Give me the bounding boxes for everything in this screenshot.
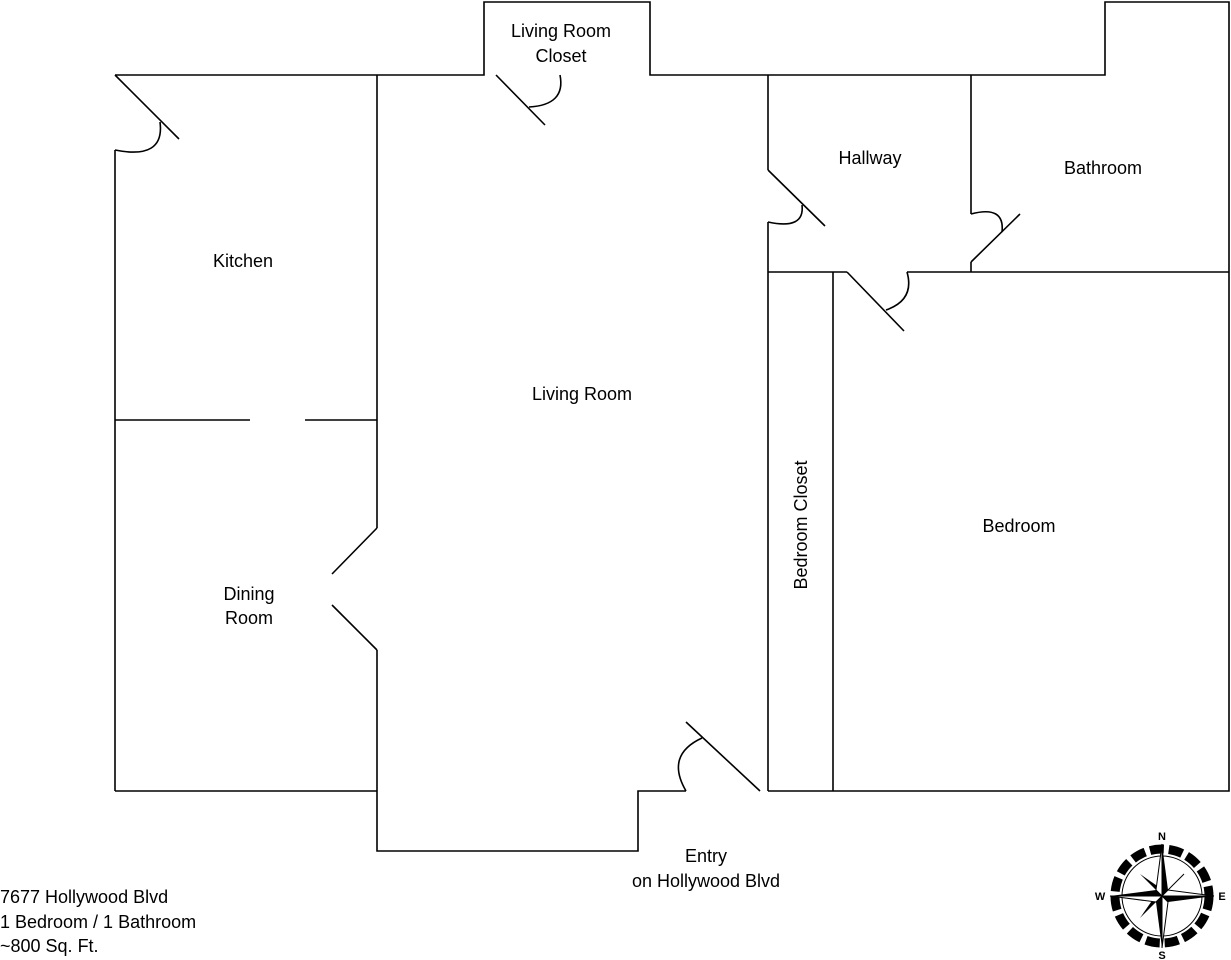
kitchen-door [114,74,180,153]
walls [114,1,1230,852]
entry-label-line1: Entry [685,846,727,866]
kitchen-label: Kitchen [213,251,273,271]
room-labels: Living Room Closet Hallway Bathroom Kitc… [213,21,1142,628]
living-room-closet-label-line2: Closet [535,46,586,66]
doors [114,74,1021,792]
living-room-label: Living Room [532,384,632,404]
dining-room-label-line2: Room [225,608,273,628]
bedroom-label: Bedroom [982,516,1055,536]
compass-rose-icon: N E S W [1095,831,1226,960]
compass-north-label: N [1158,831,1166,843]
layout-text: 1 Bedroom / 1 Bathroom [0,912,196,932]
compass-south-label: S [1158,950,1165,960]
size-text: ~800 Sq. Ft. [0,936,99,956]
bedroom-closet-label: Bedroom Closet [791,460,811,589]
living-room-south-wall [376,790,686,852]
address-text: 7677 Hollywood Blvd [0,887,168,907]
living-room-closet-label-line1: Living Room [511,21,611,41]
entry-label: Entry on Hollywood Blvd [632,846,780,891]
hallway-door [767,169,826,227]
bedroom-door [846,271,910,332]
living-closet-door [495,74,562,126]
compass-west-label: W [1095,891,1106,903]
compass-east-label: E [1218,891,1225,903]
property-info: 7677 Hollywood Blvd 1 Bedroom / 1 Bathro… [0,887,196,956]
exterior-wall-top [115,1,1230,792]
entry-door [677,721,761,792]
bathroom-label: Bathroom [1064,158,1142,178]
hallway-label: Hallway [838,148,901,168]
dining-room-label-line1: Dining [223,584,274,604]
entry-label-line2: on Hollywood Blvd [632,871,780,891]
dining-double-door [331,527,378,651]
bathroom-door [970,210,1021,263]
